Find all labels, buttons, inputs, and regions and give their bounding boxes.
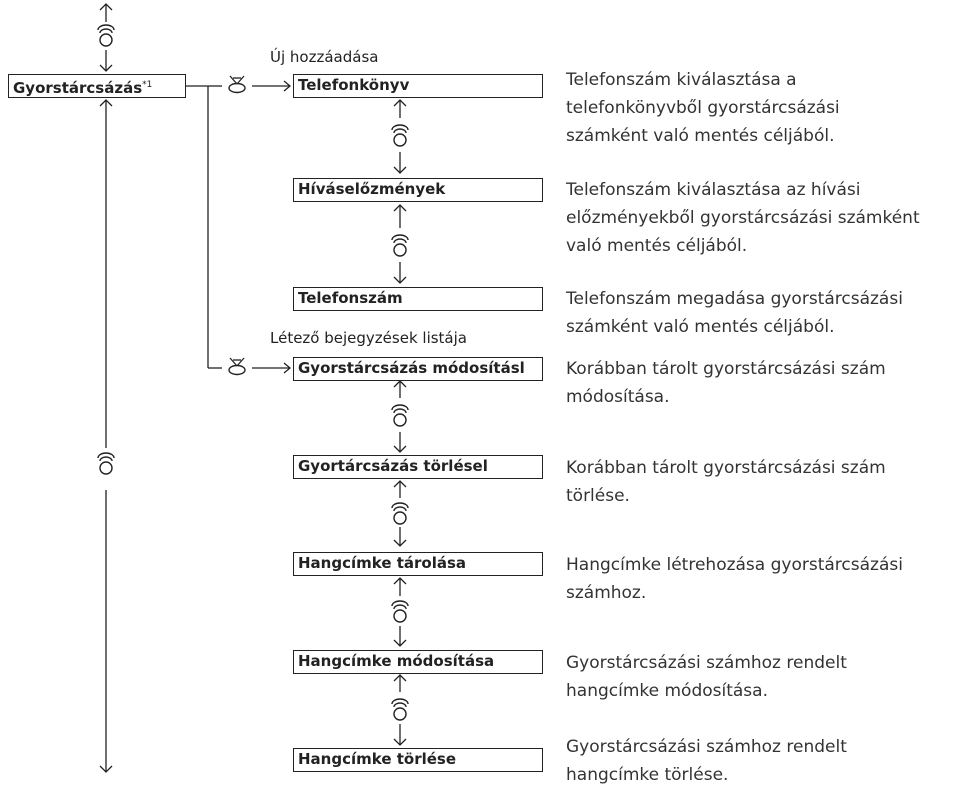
menu-item-hangcimke-modositasa[interactable]: Hangcímke módosítása (293, 650, 543, 674)
rotary-knob-icon (391, 698, 409, 721)
group-heading-add-new: Új hozzáadása (270, 48, 379, 66)
rotary-knob-icon (391, 234, 409, 257)
rotary-knob-icon (391, 404, 409, 427)
menu-item-telefonszam[interactable]: Telefonszám (293, 287, 543, 311)
menu-item-gyortarcsazas-torles[interactable]: Gyortárcsázás törlésel (293, 455, 543, 479)
root-label: Gyorstárcsázás (13, 79, 143, 97)
press-knob-icon (228, 75, 246, 94)
menu-item-hangcimke-torlese[interactable]: Hangcímke törlése (293, 748, 543, 772)
menu-item-hivaselozmenyek[interactable]: Híváselőzmények (293, 178, 543, 202)
menu-item-hangcimke-tarolasa[interactable]: Hangcímke tárolása (293, 552, 543, 576)
menu-item-gyorstarcsazas-modositas[interactable]: Gyorstárcsázás módosításl (293, 357, 543, 381)
group-heading-existing-list: Létező bejegyzések listája (270, 329, 467, 347)
rotary-knob-icon (97, 452, 115, 475)
root-menu-box[interactable]: Gyorstárcsázás*1 (8, 74, 186, 98)
press-knob-icon (228, 357, 246, 376)
rotary-knob-icon (391, 124, 409, 147)
rotary-knob-icon (97, 24, 115, 47)
root-footnote: *1 (142, 80, 153, 90)
rotary-knob-icon (391, 502, 409, 525)
rotary-knob-icon (391, 600, 409, 623)
menu-item-telefonkonyv[interactable]: Telefonkönyv (293, 74, 543, 98)
